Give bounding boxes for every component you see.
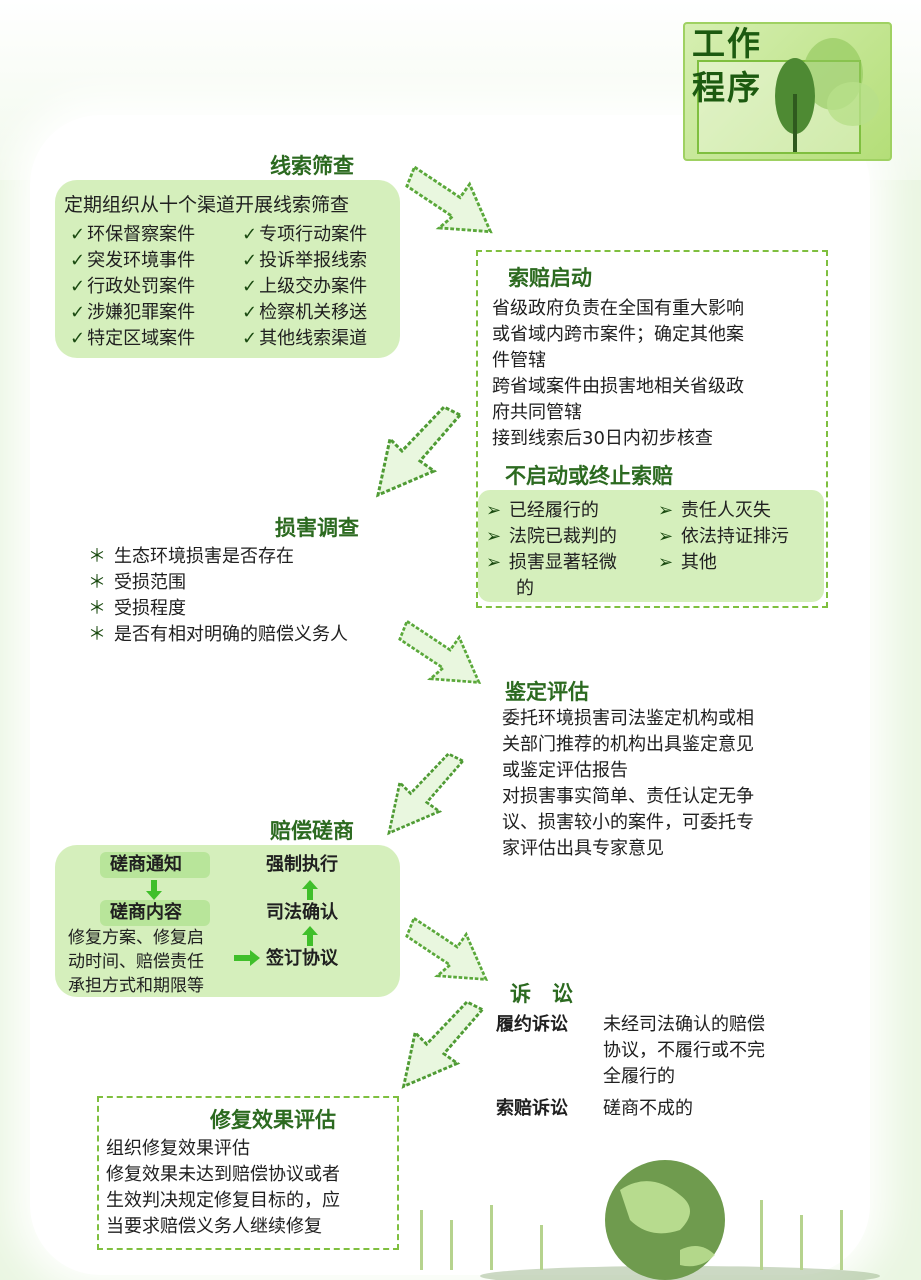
lawsuit-perform-label: 履约诉讼 [496,1014,568,1035]
clue-box [55,180,400,358]
no-start-list: ➢ 已经履行的 ➢ 责任人灭失 ➢ 法院已裁判的 ➢ 依法持证排污 ➢ 损害显著… [486,498,822,602]
damage-item: ＊受损程度 [88,598,186,619]
arrow-down-right-icon [405,164,493,234]
clue-intro: 定期组织从十个渠道开展线索筛查 [64,194,350,216]
no-start-item: ➢ 损害显著轻微 [486,552,617,573]
consult-enforce: 强制执行 [266,854,338,875]
clue-item: ✓行政处罚案件 [70,276,196,297]
clue-item: ✓其他线索渠道 [242,328,368,349]
damage-item: ＊生态环境损害是否存在 [88,546,294,567]
lawsuit-claim-text: 磋商不成的 [603,1098,693,1119]
consult-title: 赔偿磋商 [270,819,354,843]
appraisal-title: 鉴定评估 [505,680,589,704]
clue-title: 线索筛查 [270,154,354,178]
arrow-down-left-icon [375,405,463,498]
restore-box [97,1096,399,1250]
no-start-wrap: 的 [516,578,534,599]
clue-item: ✓上级交办案件 [242,276,368,297]
arrow-up-icon [302,926,318,946]
badge-title: 工作 程序 [692,24,762,107]
arrow-down-left-icon [387,752,465,836]
no-start-item: ➢ 依法持证排污 [658,526,789,547]
clue-item: ✓检察机关移送 [242,302,368,323]
no-start-item: ➢ 法院已裁判的 [486,526,617,547]
restore-text: 组织修复效果评估 修复效果未达到赔偿协议或者 生效判决规定修复目标的，应 当要求… [106,1138,340,1237]
arrow-down-left-icon [401,1000,485,1089]
no-start-box [478,490,824,602]
consult-notice: 磋商通知 [110,854,182,875]
lawsuit-claim-label: 索赔诉讼 [496,1098,568,1119]
tree-icon [775,38,879,152]
damage-item: ＊受损范围 [88,572,186,593]
clue-item: ✓涉嫌犯罪案件 [70,302,196,323]
lawsuit-perform-text: 未经司法确认的赔偿 协议，不履行或不完 全履行的 [603,1014,765,1087]
consult-sign: 签订协议 [266,948,338,969]
consult-content: 磋商内容 [110,902,182,923]
clue-list: ✓环保督察案件 ✓专项行动案件 ✓突发环境事件 ✓投诉举报线索 ✓行政处罚案件 … [70,222,410,352]
arrow-down-right-icon [398,619,482,684]
no-start-item: ➢ 其他 [658,552,717,573]
arrow-down-right-icon [405,916,489,981]
clue-item: ✓专项行动案件 [242,224,368,245]
clue-item: ✓投诉举报线索 [242,250,368,271]
damage-list: ＊生态环境损害是否存在 ＊受损范围 ＊受损程度 ＊是否有相对明确的赔偿义务人 [88,544,348,648]
consult-judicial: 司法确认 [266,902,338,923]
claim-start-text: 省级政府负责在全国有重大影响 或省域内跨市案件；确定其他案 件管辖 跨省域案件由… [492,298,744,449]
clue-item: ✓特定区域案件 [70,328,196,349]
no-start-item: ➢ 责任人灭失 [658,500,771,521]
damage-item: ＊是否有相对明确的赔偿义务人 [88,624,348,645]
arrow-right-icon [234,950,260,966]
arrow-up-icon [302,880,318,900]
appraisal-text: 委托环境损害司法鉴定机构或相 关部门推荐的机构出具鉴定意见 或鉴定评估报告 对损… [502,708,754,859]
restore-title: 修复效果评估 [210,1108,336,1132]
clue-item: ✓突发环境事件 [70,250,196,271]
consult-detail: 修复方案、修复启 动时间、赔偿责任 承担方式和期限等 [68,928,204,996]
claim-start-title: 索赔启动 [508,266,592,290]
earth-plant-icon [420,1160,880,1280]
clue-item: ✓环保督察案件 [70,224,196,245]
no-start-title: 不启动或终止索赔 [505,464,673,488]
lawsuit-title: 诉 讼 [510,982,573,1006]
no-start-item: ➢ 已经履行的 [486,500,599,521]
arrow-down-icon [146,880,162,900]
title-badge [683,22,892,161]
damage-title: 损害调查 [275,516,359,540]
